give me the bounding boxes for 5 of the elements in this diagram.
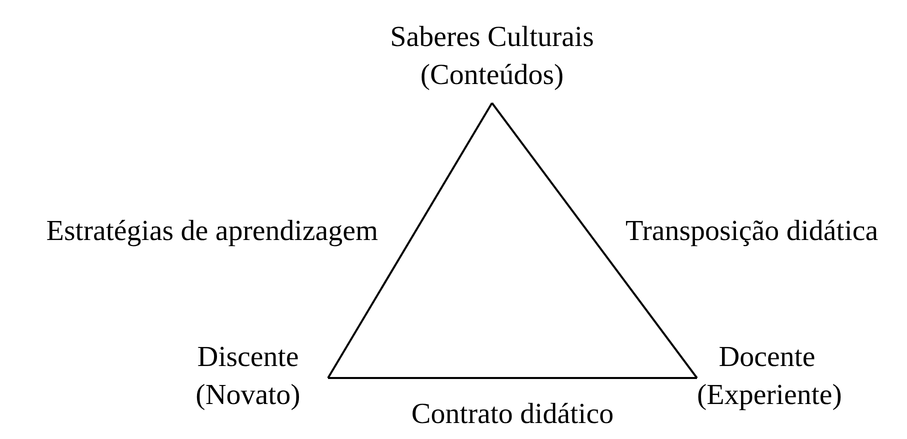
triangle-side	[491, 102, 698, 379]
triangle-side	[328, 377, 697, 379]
vertex-label: Saberes Culturais (Conteúdos)	[389, 20, 595, 92]
triangle-side	[327, 102, 493, 379]
vertex-label: Discente (Novato)	[194, 340, 302, 413]
